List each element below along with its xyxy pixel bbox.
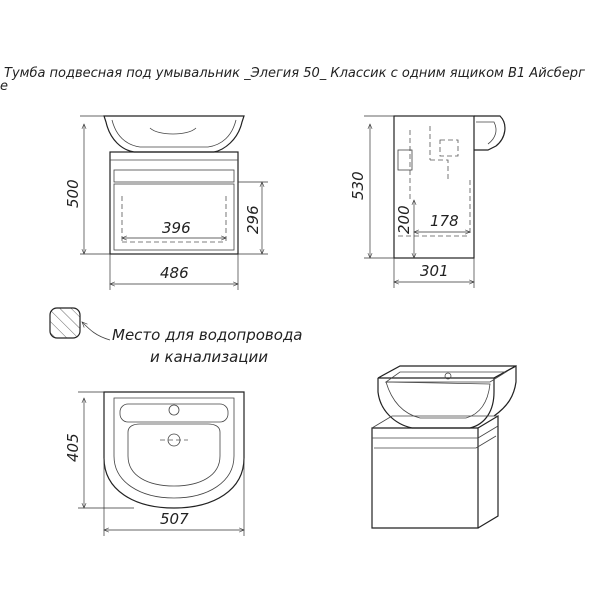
front-view: 500 296 396 486 (64, 115, 268, 290)
side-view: 530 200 178 301 (349, 115, 506, 288)
title-line-2: е (0, 79, 8, 94)
legend-line-1: Место для водопровода (112, 326, 303, 344)
dim-side-depth: 301 (420, 262, 449, 280)
dim-side-height: 530 (349, 171, 367, 200)
top-view: 405 507 (64, 391, 244, 536)
dim-pipe-width: 178 (430, 212, 459, 230)
hatch-symbol-icon (49, 307, 81, 339)
title-line-1: Тумба подвесная под умывальник _Элегия 5… (4, 66, 585, 81)
dim-top-depth: 405 (64, 433, 82, 462)
dim-drawer-height: 296 (244, 205, 262, 234)
legend-line-2: и канализации (150, 348, 268, 366)
dim-pipe-height: 200 (395, 205, 413, 234)
isometric-view (371, 364, 517, 529)
dim-top-width: 507 (160, 510, 189, 528)
dim-drawer-inner-width: 396 (162, 219, 191, 237)
dim-front-height: 500 (64, 179, 82, 208)
dim-front-width: 486 (160, 264, 189, 282)
legend: Место для водопровода и канализации (49, 307, 303, 366)
